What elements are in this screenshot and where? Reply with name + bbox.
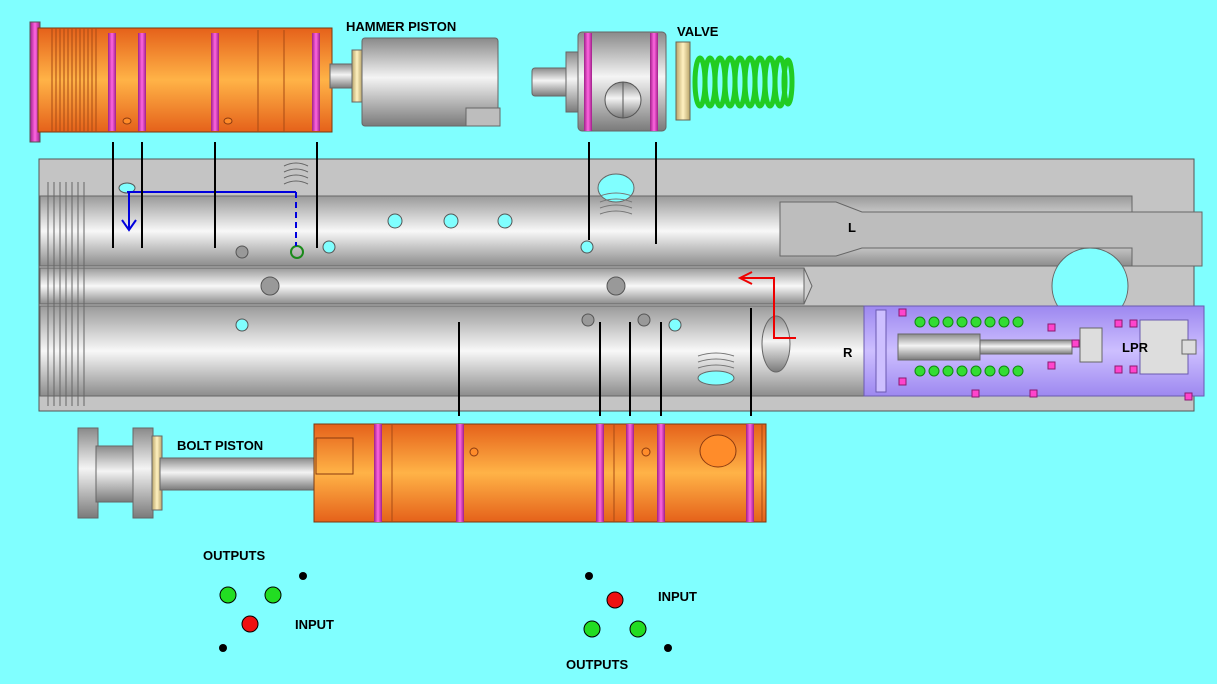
output-port-icon	[219, 586, 237, 604]
bolt-alignment-lines	[458, 308, 752, 416]
valve-label: VALVE	[677, 24, 719, 39]
input-label-right: INPUT	[658, 589, 697, 604]
valve	[531, 31, 795, 132]
port-legend-left: OUTPUTS INPUT	[203, 548, 334, 652]
outputs-label-right: OUTPUTS	[566, 657, 628, 672]
output-port-icon	[583, 620, 601, 638]
bolt-piston-label: BOLT PISTON	[177, 438, 263, 453]
bolt-flow-path	[737, 271, 796, 339]
unused-port-icon	[219, 644, 227, 652]
l-label: L	[848, 220, 856, 235]
unused-port-icon	[585, 572, 593, 580]
body-threads	[47, 182, 85, 406]
port-legend-right: INPUT OUTPUTS	[566, 572, 697, 672]
unused-port-icon	[299, 572, 307, 580]
input-port-icon	[241, 615, 259, 633]
r-label: R	[843, 345, 853, 360]
bore-ports	[118, 182, 682, 332]
hammer-piston	[29, 21, 501, 143]
hammer-alignment-lines	[112, 142, 657, 248]
unused-port-icon	[664, 644, 672, 652]
hammer-piston-label: HAMMER PISTON	[346, 19, 456, 34]
output-port-icon	[629, 620, 647, 638]
input-label-left: INPUT	[295, 617, 334, 632]
outputs-label-left: OUTPUTS	[203, 548, 265, 563]
output-port-icon	[264, 586, 282, 604]
lpr-label: LPR	[1122, 340, 1149, 355]
lpr-assembly	[863, 305, 1205, 401]
valve-spring	[692, 55, 795, 109]
input-port-icon	[606, 591, 624, 609]
hammer-flow-path	[121, 191, 297, 246]
lpr-spring	[914, 316, 1024, 377]
hammer-piston-threads	[51, 28, 97, 132]
bolt-piston	[77, 423, 767, 523]
